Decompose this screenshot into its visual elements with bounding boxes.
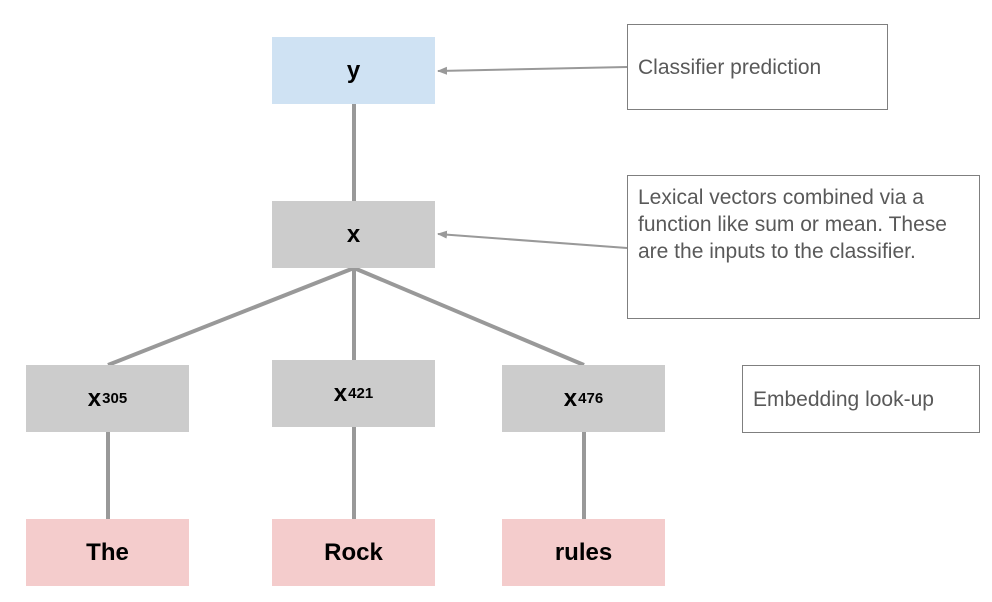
note-embedding-lookup-text: Embedding look-up [753,387,934,411]
edge-x-x476 [353,266,585,367]
node-x-label: x [346,220,361,248]
node-x421-label: x [333,379,348,407]
node-x476-label: x [563,384,578,412]
arrow-classifier-prediction [437,66,628,75]
node-word-the: The [26,519,189,586]
node-word-rock-label: Rock [324,538,383,566]
node-x305-label: x [87,384,102,412]
node-y: y [272,37,435,104]
note-lexical-vectors-text: Lexical vectors combined via a function … [638,186,947,263]
node-word-rules: rules [502,519,665,586]
node-x476-subscript: 476 [578,390,604,407]
node-x: x [272,201,435,268]
node-word-rock: Rock [272,519,435,586]
note-classifier-prediction: Classifier prediction [627,24,888,110]
node-word-the-label: The [86,538,129,566]
note-classifier-prediction-text: Classifier prediction [638,55,822,79]
note-lexical-vectors: Lexical vectors combined via a function … [627,175,980,319]
node-x421-subscript: 421 [348,385,374,402]
node-word-rules-label: rules [554,538,613,566]
note-embedding-lookup: Embedding look-up [742,365,980,433]
node-y-label: y [346,56,361,84]
edge-x-x305 [107,266,355,367]
node-x305-subscript: 305 [102,390,128,407]
arrow-lexical-vectors [437,230,628,249]
